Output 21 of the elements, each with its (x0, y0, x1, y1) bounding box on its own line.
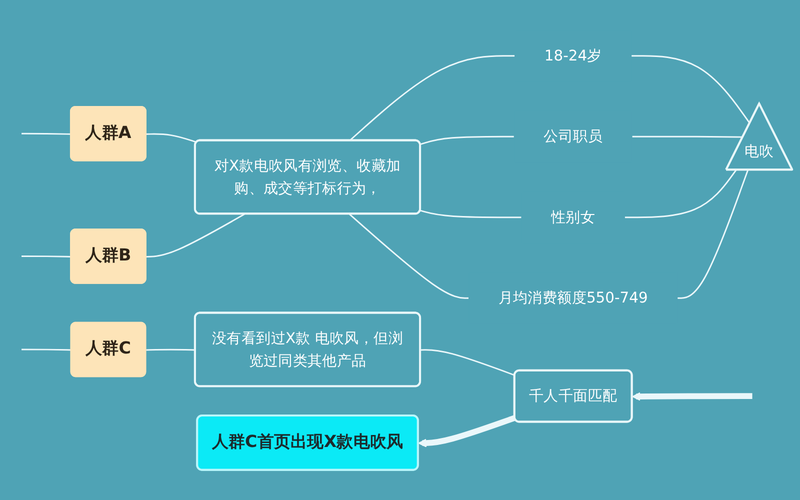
connector (420, 349, 516, 376)
node-text: 18-24岁 (544, 46, 602, 64)
connector (22, 256, 72, 258)
connector (22, 132, 71, 135)
connector (420, 136, 514, 146)
connector (349, 55, 516, 142)
node-text: 公司职员 (544, 128, 602, 146)
connector (146, 348, 196, 351)
arrow (632, 392, 752, 401)
connector (146, 214, 245, 258)
connector (632, 136, 744, 138)
connector (677, 170, 749, 299)
connector (631, 55, 751, 124)
arrow (418, 415, 516, 448)
connector (146, 133, 197, 143)
node-text: 性别女 (551, 208, 596, 226)
connector (349, 214, 469, 299)
node-text: 月均消费额度550-749 (498, 289, 648, 307)
connector (22, 348, 72, 351)
connector (420, 210, 522, 218)
connector (624, 170, 737, 218)
